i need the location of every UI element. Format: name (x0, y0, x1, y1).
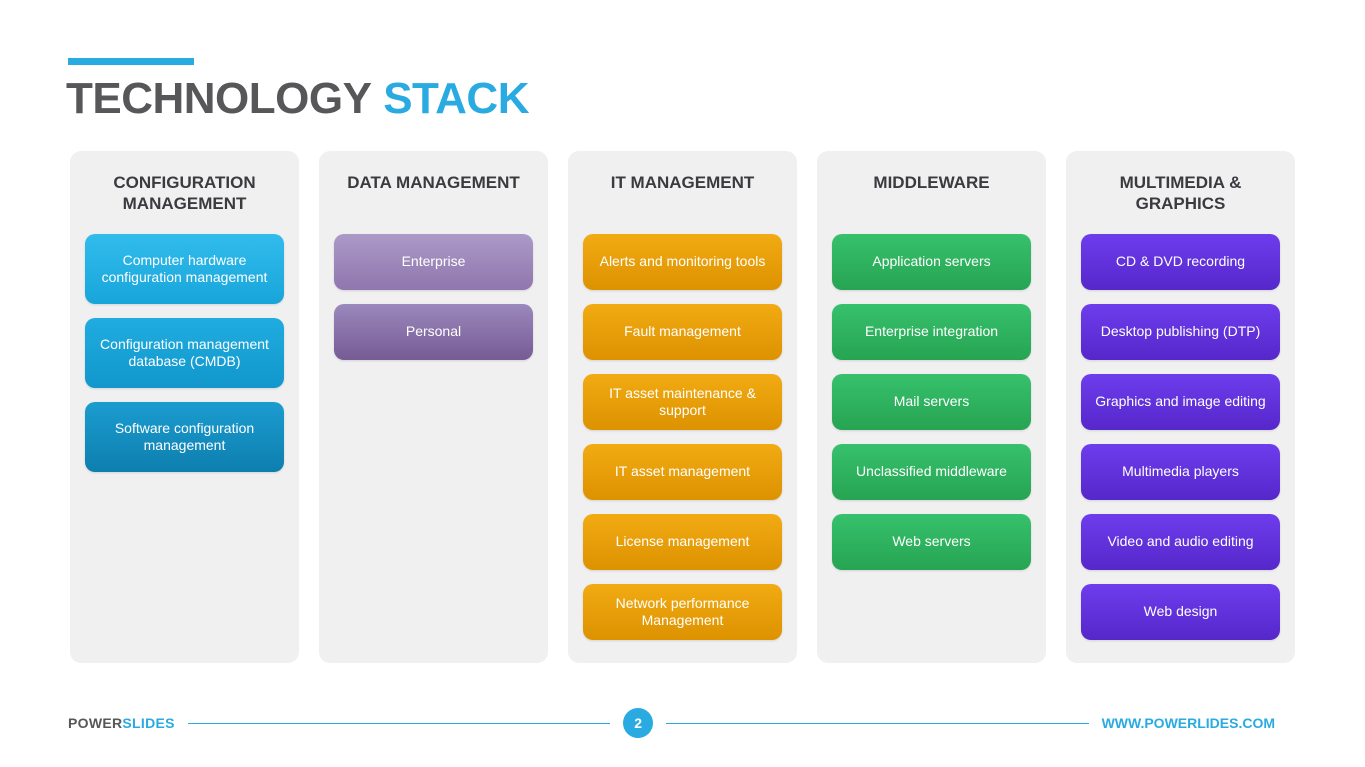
item-box: Computer hardware configuration manageme… (85, 234, 284, 304)
item-box: Enterprise (334, 234, 533, 290)
column-configuration-management: CONFIGURATION MANAGEMENT Computer hardwa… (70, 151, 299, 663)
page-title-dark-part: TECHNOLOGY (66, 74, 372, 123)
item-box: Software configuration management (85, 402, 284, 472)
item-box: Fault management (583, 304, 782, 360)
brand-logo: POWERSLIDES (68, 715, 175, 731)
column-header: IT MANAGEMENT (610, 173, 755, 192)
brand-accent-part: SLIDES (122, 715, 175, 731)
item-box: Alerts and monitoring tools (583, 234, 782, 290)
item-box: Configuration management database (CMDB) (85, 318, 284, 388)
title-accent-bar (68, 58, 194, 65)
website-link[interactable]: WWW.POWERLIDES.COM (1101, 715, 1276, 731)
item-box: Desktop publishing (DTP) (1081, 304, 1280, 360)
item-box: Graphics and image editing (1081, 374, 1280, 430)
item-box: Web servers (832, 514, 1031, 570)
column-items: Computer hardware configuration manageme… (85, 234, 284, 472)
columns-container: CONFIGURATION MANAGEMENT Computer hardwa… (70, 151, 1295, 663)
column-it-management: IT MANAGEMENT Alerts and monitoring tool… (568, 151, 797, 663)
column-header: CONFIGURATION MANAGEMENT (113, 173, 256, 214)
column-header: DATA MANAGEMENT (347, 173, 520, 192)
item-box: Enterprise integration (832, 304, 1031, 360)
item-box: IT asset management (583, 444, 782, 500)
footer-divider-right (666, 722, 1089, 724)
page-title: TECHNOLOGY STACK (66, 74, 529, 124)
page-number-badge: 2 (623, 708, 654, 738)
column-items: CD & DVD recording Desktop publishing (D… (1081, 234, 1280, 640)
item-box: Multimedia players (1081, 444, 1280, 500)
item-box: Web design (1081, 584, 1280, 640)
item-box: Application servers (832, 234, 1031, 290)
item-box: Video and audio editing (1081, 514, 1280, 570)
column-middleware: MIDDLEWARE Application servers Enterpris… (817, 151, 1046, 663)
column-data-management: DATA MANAGEMENT Enterprise Personal (319, 151, 548, 663)
column-items: Application servers Enterprise integrati… (832, 234, 1031, 570)
column-header: MULTIMEDIA & GRAPHICS (1119, 173, 1242, 214)
footer-divider-left (187, 722, 611, 724)
brand-dark-part: POWER (68, 715, 123, 731)
item-box: Unclassified middleware (832, 444, 1031, 500)
column-items: Enterprise Personal (334, 234, 533, 360)
column-multimedia-graphics: MULTIMEDIA & GRAPHICS CD & DVD recording… (1066, 151, 1295, 663)
item-box: Network performance Management (583, 584, 782, 640)
column-items: Alerts and monitoring tools Fault manage… (583, 234, 782, 640)
column-header: MIDDLEWARE (873, 173, 990, 192)
item-box: Mail servers (832, 374, 1031, 430)
item-box: IT asset maintenance & support (583, 374, 782, 430)
item-box: CD & DVD recording (1081, 234, 1280, 290)
page-title-accent-part: STACK (383, 74, 529, 123)
footer: POWERSLIDES 2 WWW.POWERLIDES.COM (0, 706, 1365, 740)
title-space (371, 74, 383, 123)
item-box: License management (583, 514, 782, 570)
item-box: Personal (334, 304, 533, 360)
